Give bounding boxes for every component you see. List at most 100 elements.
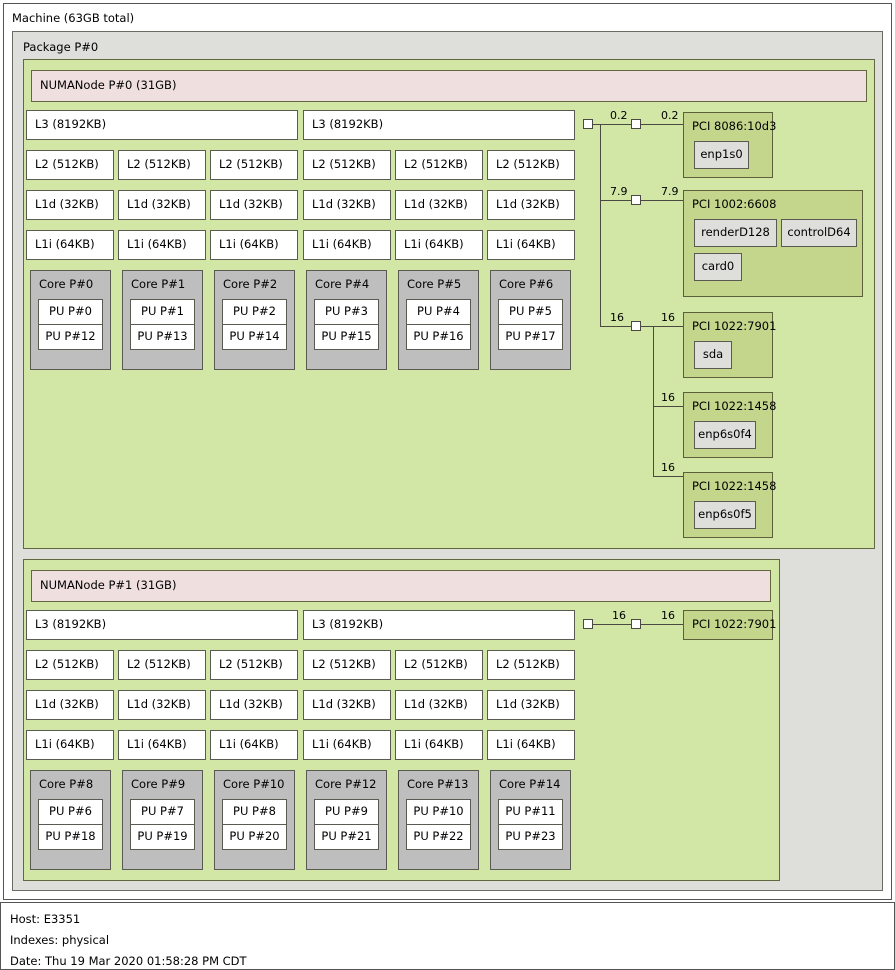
pu-label: PU P#16 (413, 329, 464, 344)
pci-root-knob-1 (583, 619, 593, 629)
cache-l1i-label: L1i (64KB) (35, 737, 95, 752)
pci-device-label: PCI 1022:1458 (692, 479, 777, 493)
pci-root-knob-0 (583, 119, 593, 129)
pu-box: PU P#1 (130, 299, 195, 325)
cache-l2: L2 (512KB) (303, 150, 391, 180)
pu-label: PU P#20 (229, 829, 280, 844)
cache-l1i-label: L1i (64KB) (496, 737, 556, 752)
pu-label: PU P#15 (321, 329, 372, 344)
pci-trunk-vertical-0 (600, 124, 601, 326)
pu-box: PU P#7 (130, 799, 195, 825)
cache-l1i: L1i (64KB) (395, 730, 483, 760)
cache-l2-label: L2 (512KB) (127, 157, 191, 172)
cache-l1i-label: L1i (64KB) (219, 737, 279, 752)
pu-box: PU P#6 (38, 799, 103, 825)
pu-label: PU P#23 (505, 829, 556, 844)
pci-bandwidth-right: 16 (661, 391, 675, 404)
pu-box: PU P#11 (498, 799, 563, 825)
cache-l1i: L1i (64KB) (395, 230, 483, 260)
cache-l2-label: L2 (512KB) (312, 657, 376, 672)
cache-l1i: L1i (64KB) (118, 230, 206, 260)
pci-device-label: PCI 8086:10d3 (692, 119, 777, 133)
core-box: Core P#6 PU P#5 PU P#17 (490, 270, 571, 370)
legend-date: Date: Thu 19 Mar 2020 01:58:28 PM CDT (10, 954, 247, 968)
cache-l1d: L1d (32KB) (118, 190, 206, 220)
pci-bandwidth-left: 0.2 (610, 109, 628, 122)
cache-l1d-label: L1d (32KB) (404, 697, 468, 712)
pu-label: PU P#0 (49, 304, 92, 319)
core-box: Core P#9 PU P#7 PU P#19 (122, 770, 203, 870)
legend-indexes: Indexes: physical (10, 933, 110, 947)
cache-l1i: L1i (64KB) (210, 230, 298, 260)
cache-l2: L2 (512KB) (210, 150, 298, 180)
cache-l1d-label: L1d (32KB) (127, 697, 191, 712)
pci-device-label: PCI 1002:6608 (692, 197, 777, 211)
pci-bandwidth-right: 0.2 (661, 109, 679, 122)
pci-root-hline-0 (593, 124, 601, 125)
core-box: Core P#8 PU P#6 PU P#18 (30, 770, 111, 870)
numanode-label-0: NUMANode P#0 (31GB) (40, 78, 177, 93)
os-device-box: enp6s0f5 (694, 501, 756, 529)
pci-branch-hline (641, 200, 683, 201)
pu-label: PU P#17 (505, 329, 556, 344)
cache-l1i-label: L1i (64KB) (127, 737, 187, 752)
cache-l1i: L1i (64KB) (303, 230, 391, 260)
cache-l2-label: L2 (512KB) (404, 657, 468, 672)
cache-l1d-label: L1d (32KB) (35, 197, 99, 212)
legend-host: Host: E3351 (10, 912, 81, 926)
cache-l1i: L1i (64KB) (487, 730, 575, 760)
os-device-box: enp1s0 (694, 141, 749, 169)
pu-label: PU P#4 (417, 304, 460, 319)
core-box: Core P#5 PU P#4 PU P#16 (398, 270, 479, 370)
pci-branch-knob (631, 619, 641, 629)
cache-l1d: L1d (32KB) (26, 690, 114, 720)
pu-label: PU P#21 (321, 829, 372, 844)
pu-label: PU P#22 (413, 829, 464, 844)
cache-l1d-label: L1d (32KB) (404, 197, 468, 212)
os-device-label: enp6s0f4 (698, 427, 752, 442)
cache-l3: L3 (8192KB) (303, 110, 575, 140)
pu-box: PU P#22 (406, 824, 471, 850)
pu-label: PU P#3 (325, 304, 368, 319)
cache-l2: L2 (512KB) (118, 150, 206, 180)
cache-l2: L2 (512KB) (26, 650, 114, 680)
core-box: Core P#12 PU P#9 PU P#21 (306, 770, 387, 870)
pci-branch-knob (631, 119, 641, 129)
cache-l3-label: L3 (8192KB) (312, 617, 384, 632)
cache-l1i-label: L1i (64KB) (496, 237, 556, 252)
pci-bandwidth-left: 16 (610, 311, 624, 324)
core-label: Core P#1 (131, 277, 186, 291)
cache-l1d: L1d (32KB) (303, 190, 391, 220)
os-device-label: enp1s0 (700, 147, 743, 162)
cache-l1i: L1i (64KB) (26, 730, 114, 760)
cache-l1d-label: L1d (32KB) (219, 197, 283, 212)
pci-branch-knob (631, 195, 641, 205)
pu-label: PU P#18 (45, 829, 96, 844)
pci-branch-hline (653, 406, 683, 407)
numanode-box-0: NUMANode P#0 (31GB) (31, 70, 867, 102)
pu-label: PU P#19 (137, 829, 188, 844)
pu-box: PU P#2 (222, 299, 287, 325)
pci-device-box: PCI 1002:6608 renderD128 controlD64 card… (683, 190, 863, 297)
pu-box: PU P#5 (498, 299, 563, 325)
pci-branch-hline (641, 124, 683, 125)
pu-label: PU P#8 (233, 804, 276, 819)
pci-branch-hline (600, 200, 631, 201)
core-box: Core P#0 PU P#0 PU P#12 (30, 270, 111, 370)
os-device-label: renderD128 (701, 225, 770, 240)
core-label: Core P#9 (131, 777, 186, 791)
cache-l2: L2 (512KB) (395, 650, 483, 680)
cache-l2: L2 (512KB) (118, 650, 206, 680)
cache-l2-label: L2 (512KB) (404, 157, 468, 172)
core-box: Core P#4 PU P#3 PU P#15 (306, 270, 387, 370)
pci-device-box: PCI 1022:1458 enp6s0f5 (683, 472, 777, 538)
cache-l1d-label: L1d (32KB) (312, 697, 376, 712)
core-label: Core P#5 (407, 277, 462, 291)
pci-device-label: PCI 1022:1458 (692, 399, 777, 413)
cache-l1d: L1d (32KB) (26, 190, 114, 220)
os-device-label: sda (702, 347, 724, 362)
pci-bandwidth-right: 16 (661, 609, 675, 622)
cache-l2-label: L2 (512KB) (219, 157, 283, 172)
cache-l2-label: L2 (512KB) (496, 157, 560, 172)
cache-l1d: L1d (32KB) (210, 690, 298, 720)
